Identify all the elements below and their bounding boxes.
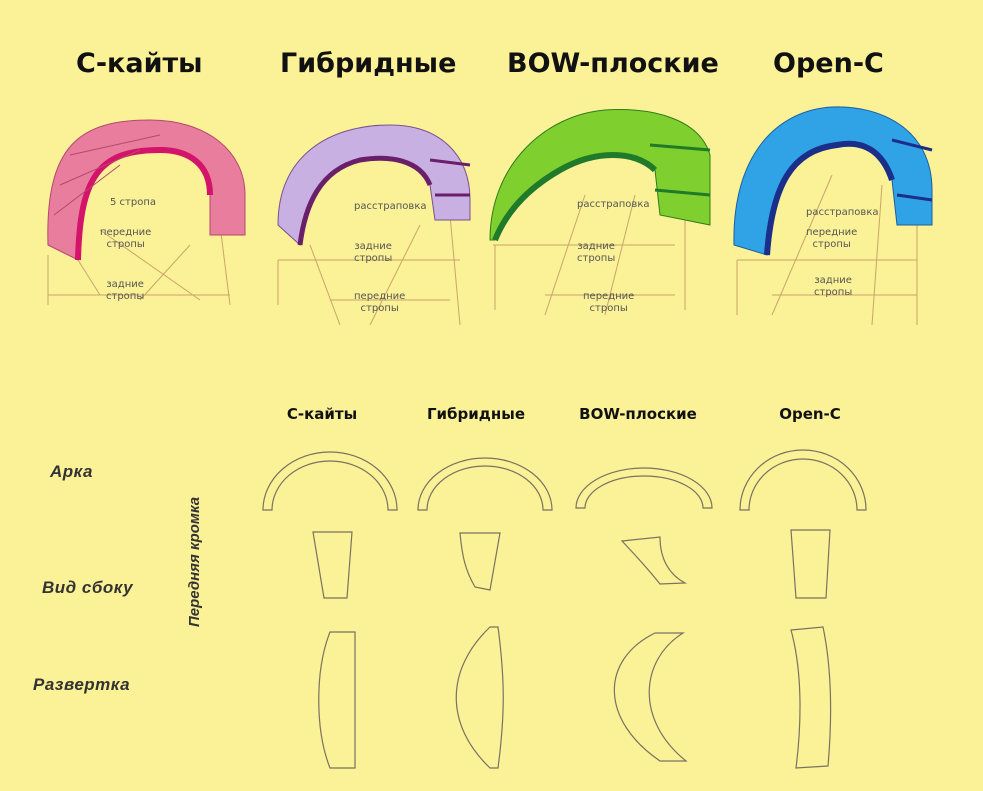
title-bow: BOW-плоские bbox=[507, 48, 719, 79]
subtitle-c-kites: С-кайты bbox=[286, 405, 358, 423]
subtitle-open-c: Open-C bbox=[779, 405, 841, 423]
side-c-kite bbox=[312, 531, 353, 599]
subtitle-bow: BOW-плоские bbox=[579, 405, 697, 423]
kite-hybrid-label-a: расстраповка bbox=[354, 201, 427, 212]
side-bow bbox=[620, 536, 688, 585]
kite-open-c-drawing bbox=[733, 106, 933, 326]
flat-open-c bbox=[790, 626, 832, 769]
kite-c-drawing bbox=[47, 119, 246, 306]
kite-bow-label-a: расстраповка bbox=[577, 199, 650, 210]
subtitle-hybrid: Гибридные bbox=[426, 405, 526, 423]
flat-c-kite bbox=[318, 631, 356, 769]
kite-bow-drawing bbox=[489, 109, 711, 316]
kite-open-c-label-c: задние стропы bbox=[814, 275, 853, 298]
arc-bow bbox=[575, 467, 713, 509]
kite-open-c-label-a: расстраповка bbox=[806, 207, 879, 218]
kite-hybrid-label-c: передние стропы bbox=[354, 291, 406, 314]
flat-bow bbox=[613, 632, 688, 762]
kite-hybrid-label-b: задние стропы bbox=[354, 241, 393, 264]
kite-c: 5 стропа передние стропы задние стропы bbox=[40, 95, 250, 335]
side-open-c bbox=[790, 529, 831, 599]
kite-c-label-c: задние стропы bbox=[106, 279, 145, 302]
kite-c-label-b: передние стропы bbox=[100, 227, 152, 250]
kite-hybrid-drawing bbox=[277, 124, 471, 326]
kite-hybrid: расстраповка задние стропы передние стро… bbox=[270, 95, 480, 335]
title-open-c: Open-C bbox=[773, 48, 884, 79]
arc-c-kite bbox=[262, 451, 398, 511]
row-label-flat: Развертка bbox=[33, 675, 131, 694]
kite-bow-label-b: задние стропы bbox=[577, 241, 616, 264]
kite-bow: расстраповка задние стропы передние стро… bbox=[485, 95, 711, 335]
title-hybrid: Гибридные bbox=[280, 48, 457, 79]
title-c-kites: С-кайты bbox=[76, 48, 203, 79]
kite-bow-label-c: передние стропы bbox=[583, 291, 635, 314]
row-label-arc: Арка bbox=[50, 462, 93, 481]
kite-open-c-label-b: передние стропы bbox=[806, 227, 858, 250]
kite-c-label-a: 5 стропа bbox=[110, 197, 156, 208]
arc-open-c bbox=[739, 449, 867, 511]
kite-open-c: расстраповка передние стропы задние стро… bbox=[732, 95, 942, 335]
arc-hybrid bbox=[417, 457, 553, 511]
row-label-side: Вид сбоку bbox=[42, 578, 134, 597]
flat-hybrid bbox=[455, 626, 504, 769]
side-hybrid bbox=[459, 532, 501, 591]
